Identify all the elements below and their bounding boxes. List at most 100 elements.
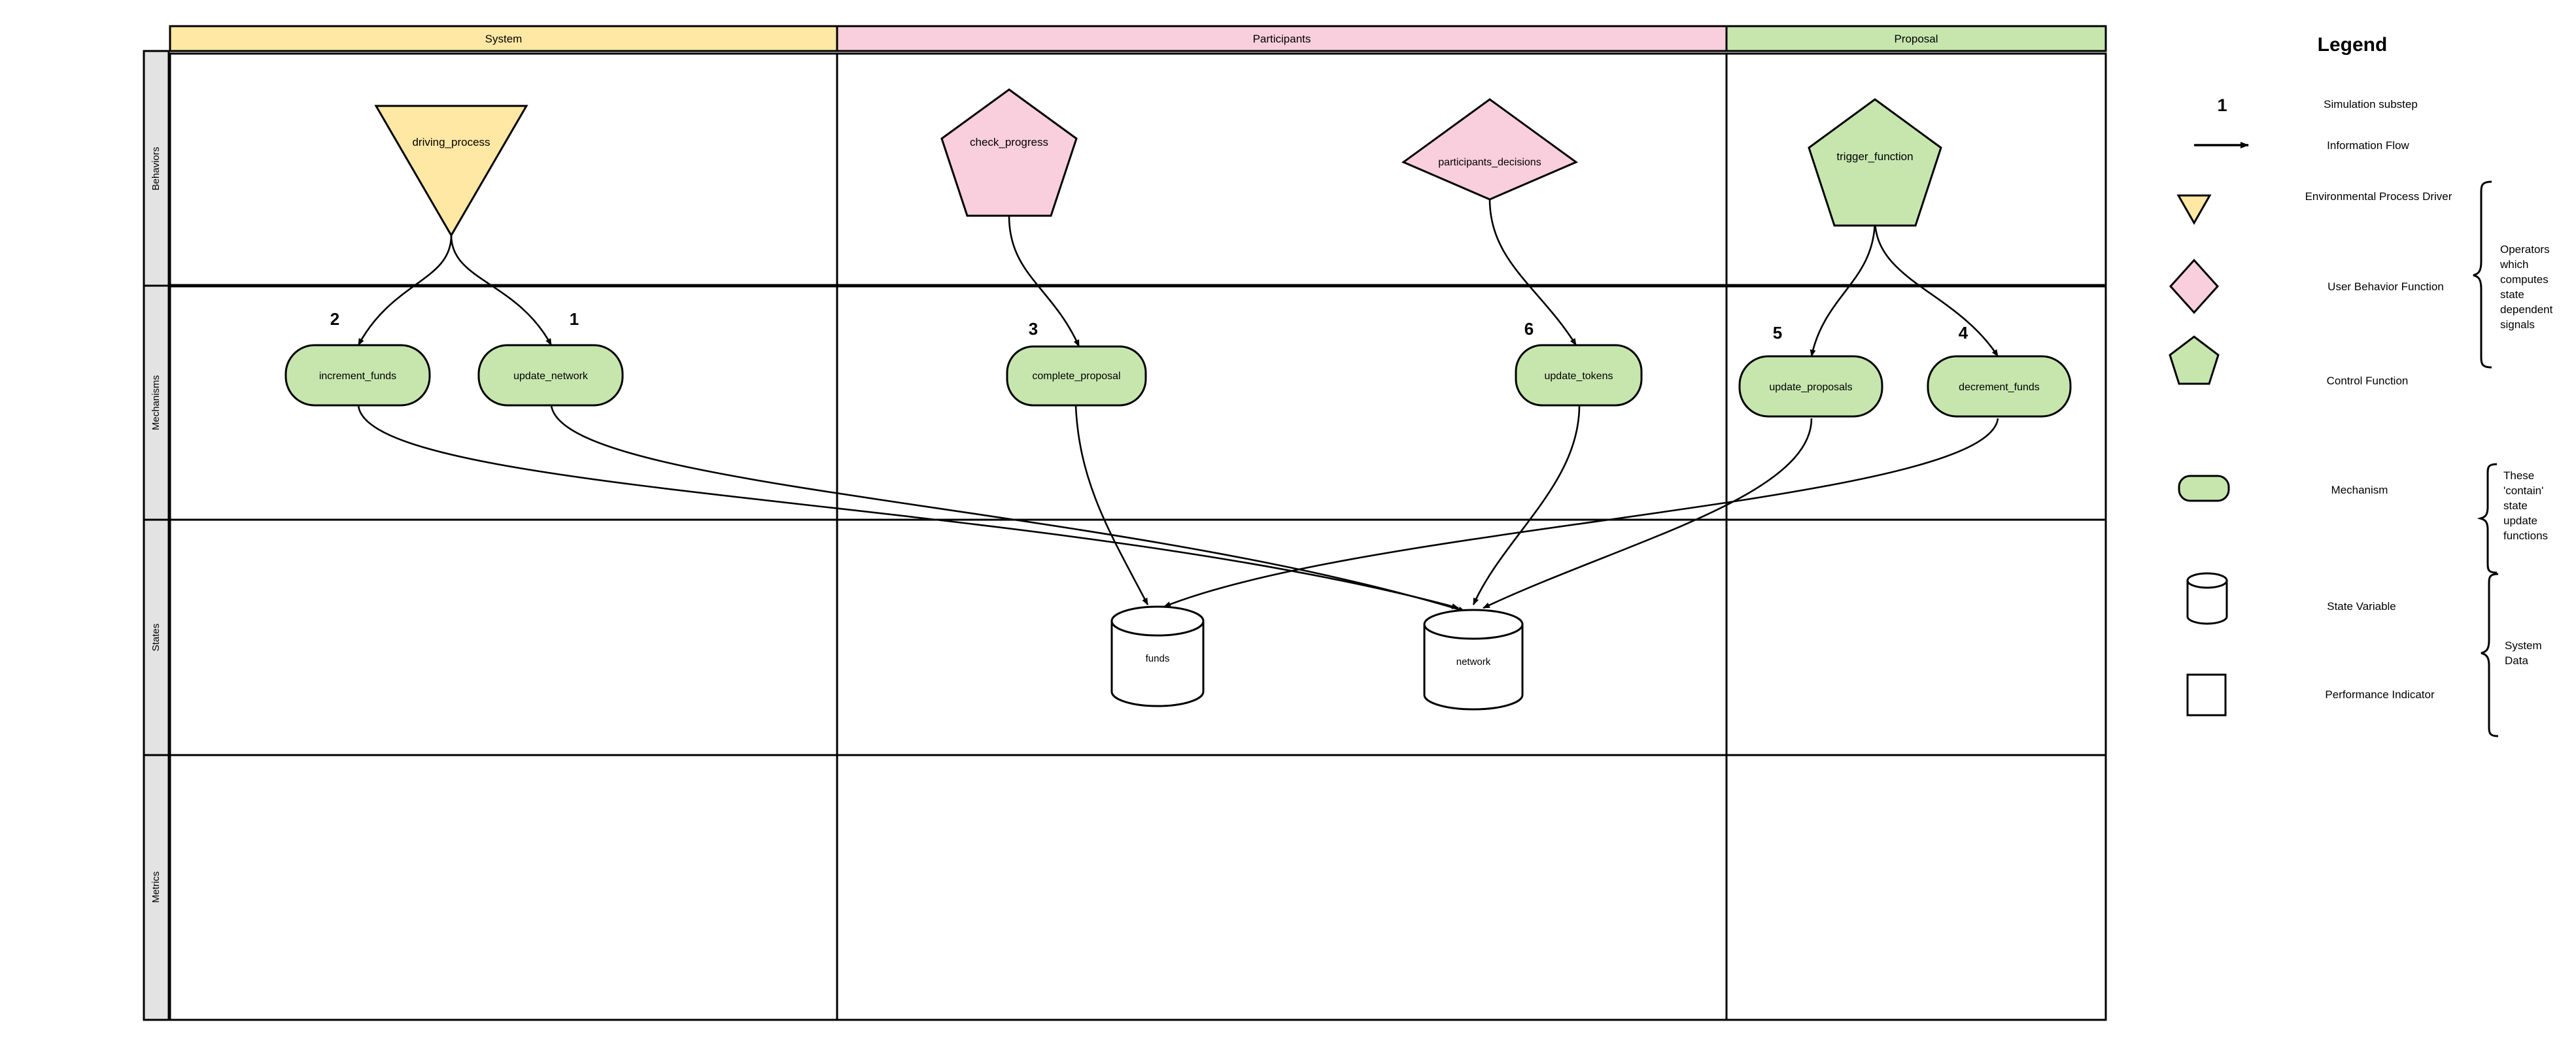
row-label-states-cell xyxy=(143,518,170,756)
behavior-label: check_progress xyxy=(970,136,1048,148)
pentagon-icon xyxy=(1808,98,1942,227)
pentagon-icon xyxy=(940,88,1078,217)
mechanism-label: complete_proposal xyxy=(1032,371,1120,382)
legend-item-label: State Variable xyxy=(2327,600,2396,613)
legend-item-control-function: Control Function xyxy=(2169,335,2409,387)
curly-brace-icon xyxy=(2473,180,2492,369)
edge-decrement-funds-to-funds xyxy=(1163,418,1999,608)
row-label-behaviors-cell xyxy=(143,50,170,287)
legend-brace-system-data-note: System Data xyxy=(2481,573,2542,737)
cylinder-icon xyxy=(1423,623,1524,711)
diamond-icon xyxy=(1401,98,1579,201)
state-funds[interactable]: funds xyxy=(1110,605,1205,707)
column-header-band: System Participants Proposal xyxy=(169,25,2107,52)
rounded-rect-icon xyxy=(1927,355,2072,418)
legend-brace-mechanism-note: These 'contain' state update functions xyxy=(2477,463,2548,574)
substep-number: 2 xyxy=(330,309,339,329)
legend-title: Legend xyxy=(2318,34,2388,56)
edge-update-tokens-to-network xyxy=(1472,405,1581,605)
column-header-participants-label: Participants xyxy=(1253,33,1311,45)
cell-states-proposal xyxy=(1725,518,2107,756)
edge-complete-proposal-to-funds xyxy=(1074,405,1149,605)
state-network[interactable]: network xyxy=(1423,609,1524,711)
cell-metrics-system xyxy=(169,754,838,1021)
edge-participants-decisions-to-update-tokens xyxy=(1488,199,1577,346)
brace-note-line: state xyxy=(2500,288,2524,301)
column-header-proposal xyxy=(1725,25,2107,52)
legend-item-label: Performance Indicator xyxy=(2325,688,2435,701)
triangle-down-icon xyxy=(2176,194,2212,226)
legend-item-label: User Behavior Function xyxy=(2327,280,2444,293)
edge-check-progress-to-complete-proposal xyxy=(1008,215,1080,347)
mechanism-update-tokens[interactable]: update_tokens 6 xyxy=(1515,319,1643,407)
legend-item-environmental-process-driver: Environmental Process Driver xyxy=(2176,190,2452,226)
mechanism-label: decrement_funds xyxy=(1959,382,2040,393)
brace-note-line: update xyxy=(2503,515,2537,527)
mechanism-increment-funds[interactable]: increment_funds 2 xyxy=(284,309,431,407)
legend-item-user-behavior-function: User Behavior Function xyxy=(2169,258,2444,314)
brace-note-line: functions xyxy=(2503,530,2548,542)
pentagon-icon xyxy=(2169,335,2220,385)
rounded-rect-icon xyxy=(1515,344,1643,407)
legend-brace-operators-note: Operators which computes state dependent… xyxy=(2473,180,2553,369)
rounded-rect-icon xyxy=(284,344,431,407)
behavior-trigger-function[interactable]: trigger_function xyxy=(1808,98,1942,227)
mechanism-label: update_proposals xyxy=(1769,382,1852,393)
behavior-label: participants_decisions xyxy=(1438,157,1541,168)
legend-panel: Legend 1 Simulation substep Information … xyxy=(2169,34,2553,737)
legend-substep-glyph: 1 xyxy=(2217,95,2227,115)
legend-item-label: Simulation substep xyxy=(2324,98,2418,110)
cell-metrics-participants xyxy=(836,754,1728,1021)
legend-item-simulation-substep: 1 Simulation substep xyxy=(2217,95,2417,115)
cylinder-top xyxy=(2186,572,2228,589)
edge-group-mechanism-to-state xyxy=(357,405,1999,613)
behavior-driving-process[interactable]: driving_process xyxy=(374,105,528,237)
column-header-system xyxy=(169,25,838,52)
substep-number: 5 xyxy=(1773,323,1782,343)
mechanism-decrement-funds[interactable]: decrement_funds 4 xyxy=(1927,323,2072,418)
legend-item-label: Control Function xyxy=(2327,375,2409,387)
edge-driving-process-to-increment-funds xyxy=(357,235,453,346)
row-label-metrics: Metrics xyxy=(150,871,162,903)
legend-item-mechanism: Mechanism xyxy=(2178,475,2388,502)
brace-note-line: System xyxy=(2505,639,2542,652)
curly-brace-icon xyxy=(2477,463,2498,574)
edge-driving-process-to-update-network xyxy=(450,235,553,346)
mechanism-label: increment_funds xyxy=(319,371,396,382)
triangle-down-icon xyxy=(374,105,528,237)
cell-states-system xyxy=(169,518,838,756)
brace-note-line: These xyxy=(2503,469,2534,482)
brace-note-line: Data xyxy=(2505,654,2528,667)
row-label-mechanisms: Mechanisms xyxy=(150,375,162,430)
brace-note-line: 'contain' xyxy=(2503,484,2543,497)
edge-increment-funds-to-network xyxy=(357,405,1459,609)
brace-note-line: signals xyxy=(2500,318,2535,331)
cell-metrics-proposal xyxy=(1725,754,2107,1021)
curly-brace-icon xyxy=(2481,573,2499,737)
column-header-participants xyxy=(836,25,1728,52)
edge-trigger-function-to-decrement-funds xyxy=(1874,218,1999,357)
row-label-metrics-cell xyxy=(143,754,170,1021)
legend-item-label: Information Flow xyxy=(2327,139,2409,152)
cell-behaviors-system xyxy=(169,52,838,287)
edge-update-proposals-to-network xyxy=(1483,418,1813,609)
mechanism-update-proposals[interactable]: update_proposals 5 xyxy=(1738,323,1883,418)
cell-states-participants xyxy=(836,518,1728,756)
state-label: funds xyxy=(1146,653,1170,664)
legend-item-label: Environmental Process Driver xyxy=(2305,190,2452,203)
legend-item-label: Mechanism xyxy=(2331,484,2388,496)
brace-note-line: state xyxy=(2503,499,2528,512)
behavior-participants-decisions[interactable]: participants_decisions xyxy=(1401,98,1579,201)
substep-number: 1 xyxy=(570,309,579,329)
mechanism-update-network[interactable]: update_network 1 xyxy=(477,309,624,407)
rounded-rect-icon xyxy=(2178,475,2230,502)
rounded-rect-icon xyxy=(1006,345,1147,407)
legend-item-information-flow: Information Flow xyxy=(2194,139,2410,152)
column-header-proposal-label: Proposal xyxy=(1894,33,1938,45)
legend-item-state-variable: State Variable xyxy=(2186,572,2396,625)
row-label-behaviors: Behaviors xyxy=(150,147,162,191)
mechanism-complete-proposal[interactable]: complete_proposal 3 xyxy=(1006,319,1147,407)
behavior-check-progress[interactable]: check_progress xyxy=(940,88,1078,217)
brace-note-line: dependent xyxy=(2500,303,2553,316)
